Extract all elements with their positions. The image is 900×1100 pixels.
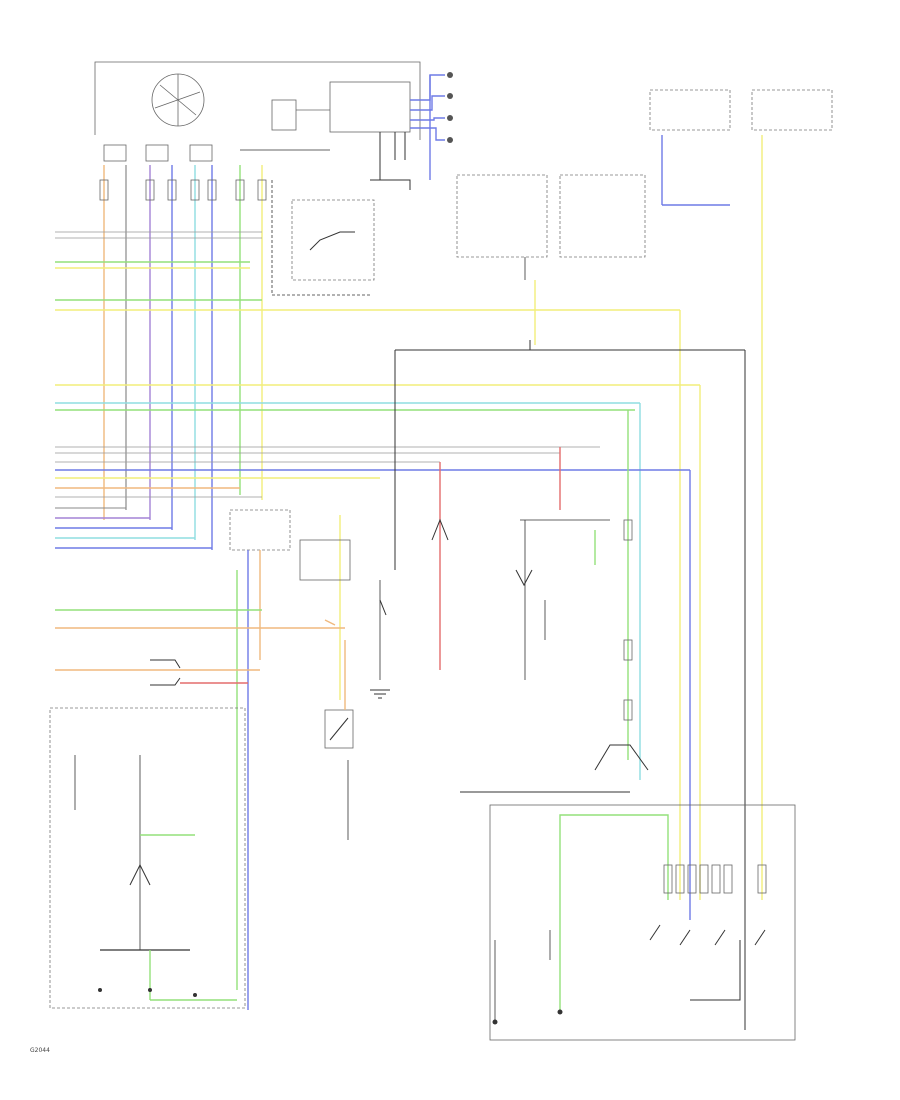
center-module (229, 509, 351, 1010)
bottom-right-switch-box (489, 804, 796, 1041)
bottom-left-circuit (49, 609, 345, 1009)
center-lower-relay (324, 640, 354, 840)
switch-box (271, 99, 297, 131)
figure-code: G2044 (30, 1047, 50, 1054)
top-left-assembly (94, 61, 421, 190)
ground-symbol-icon (370, 689, 390, 699)
top-right-modules (456, 89, 833, 280)
horizontal-bus (55, 231, 701, 920)
module-output-wires (410, 72, 453, 180)
right-harness (460, 410, 649, 793)
control-module-box (329, 81, 411, 133)
center-switches (379, 447, 610, 680)
left-harness (99, 165, 267, 550)
switch-inset (291, 199, 375, 281)
